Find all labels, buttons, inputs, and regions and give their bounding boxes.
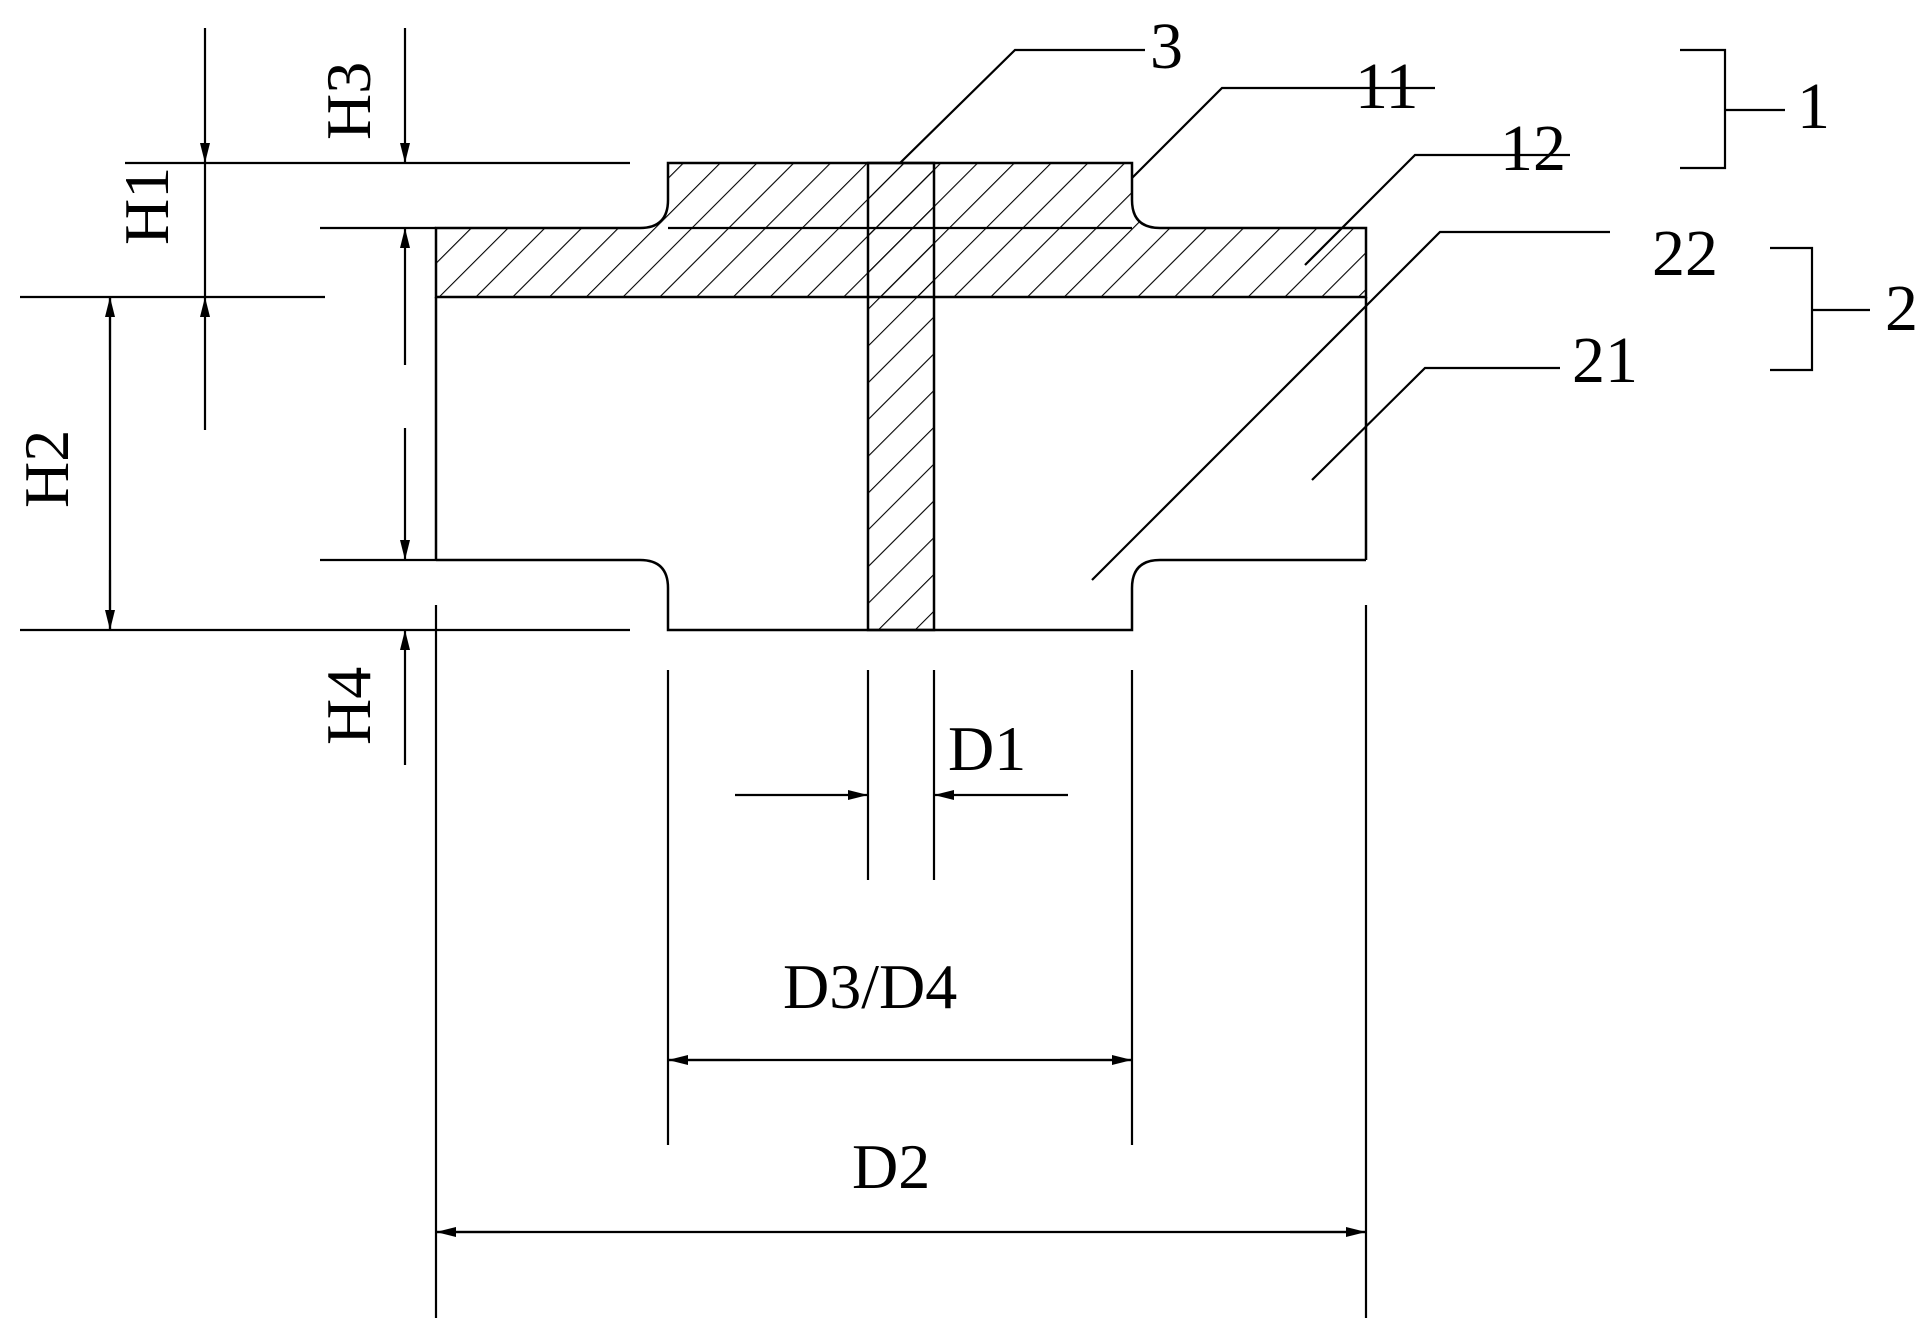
leader-3 bbox=[899, 48, 1145, 164]
callout-2: 2 bbox=[1885, 272, 1918, 345]
h4-label: H4 bbox=[313, 667, 384, 745]
leader-22 bbox=[1091, 230, 1610, 581]
callout-12: 12 bbox=[1500, 112, 1566, 185]
part-3-pin bbox=[866, 161, 936, 632]
bracket-2 bbox=[1770, 246, 1814, 372]
callout-1: 1 bbox=[1797, 70, 1830, 143]
leader-11 bbox=[1131, 86, 1435, 179]
bracket-1 bbox=[1680, 48, 1727, 170]
d3d4-label: D3/D4 bbox=[783, 951, 957, 1022]
leader-12 bbox=[1304, 153, 1570, 266]
d1-label: D1 bbox=[948, 713, 1026, 784]
h2-label: H2 bbox=[11, 430, 82, 508]
h3-label: H3 bbox=[313, 62, 384, 140]
callout-11: 11 bbox=[1355, 50, 1419, 123]
callout-21: 21 bbox=[1572, 324, 1638, 397]
callout-3: 3 bbox=[1150, 10, 1183, 83]
d2-label: D2 bbox=[852, 1131, 930, 1202]
leader-21 bbox=[1311, 366, 1560, 481]
h1-label: H1 bbox=[111, 167, 182, 245]
callout-22: 22 bbox=[1652, 217, 1718, 290]
